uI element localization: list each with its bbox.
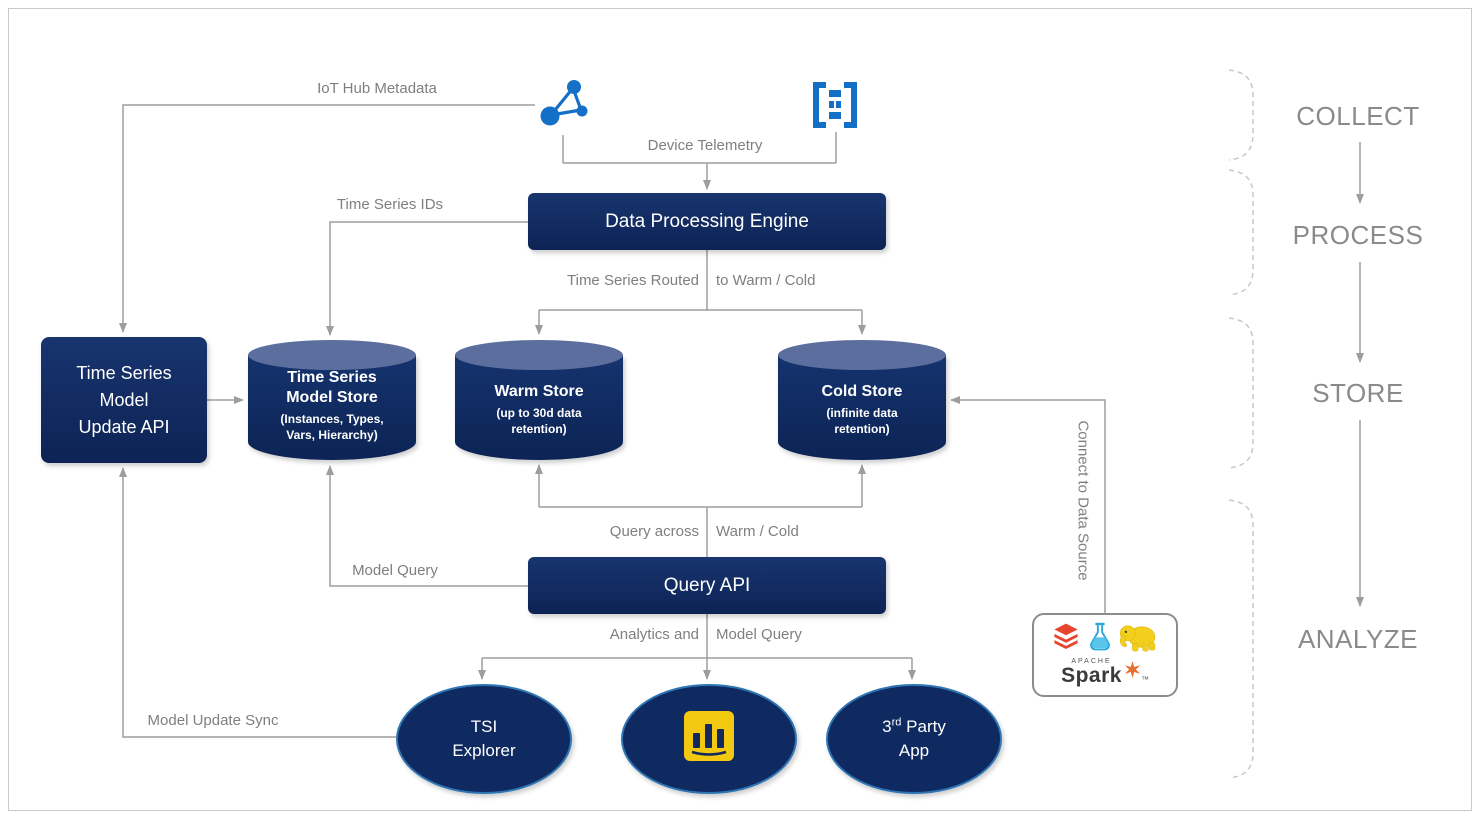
hadoop-elephant-icon: [1118, 622, 1160, 657]
label-connect-to-data-source: Connect to Data Source: [1074, 420, 1092, 581]
node-warm-store: Warm Store (up to 30d data retention): [455, 340, 623, 460]
store-title: Cold Store: [821, 383, 903, 400]
spark-star-icon: [1124, 661, 1141, 683]
node-label-line: Update API: [78, 416, 170, 437]
label-warm-cold: Warm / Cold: [716, 523, 799, 540]
node-label-line: Explorer: [452, 741, 516, 760]
node-power-bi: [621, 684, 797, 794]
store-subtitle-line: (Instances, Types,: [280, 412, 384, 426]
power-bi-icon: [683, 710, 735, 769]
label-analytics-model-query: Model Query: [716, 626, 802, 643]
node-label-line: Model: [99, 389, 149, 410]
node-label-line: 3rd Party: [882, 715, 946, 739]
cylinder-top: [248, 340, 416, 370]
node-third-party-app: 3rd Party App: [826, 684, 1002, 794]
stage-label-store: STORE: [1312, 378, 1404, 408]
cylinder-top: [778, 340, 946, 370]
node-label-line: TSI: [470, 717, 498, 737]
iot-hub-icon: [533, 75, 593, 135]
store-title-line: Model Store: [286, 389, 378, 406]
stage-label-analyze: ANALYZE: [1297, 624, 1419, 654]
stage-brackets: [1228, 69, 1254, 779]
third-party-number: 3: [882, 717, 892, 737]
node-label-line: App: [898, 741, 930, 760]
trademark-text: ™: [1140, 675, 1149, 684]
node-time-series-model-store: Time Series Model Store (Instances, Type…: [248, 340, 416, 460]
stage-label-process: PROCESS: [1292, 220, 1424, 250]
label-model-query: Model Query: [352, 562, 438, 579]
store-subtitle-line: (up to 30d data: [496, 406, 582, 420]
flask-icon: [1087, 621, 1113, 657]
store-title-line: Time Series: [287, 369, 377, 386]
node-time-series-model-update-api: Time Series Model Update API: [41, 337, 207, 463]
stage-label-collect: COLLECT: [1296, 101, 1420, 131]
store-subtitle-line: Vars, Hierarchy): [286, 428, 378, 443]
cylinder-body: [778, 355, 946, 460]
node-label: Data Processing Engine: [605, 210, 809, 232]
third-party-suffix: Party: [901, 717, 946, 737]
label-to-warm-cold: to Warm / Cold: [716, 272, 816, 289]
label-iot-hub-metadata: IoT Hub Metadata: [317, 80, 437, 97]
event-hubs-icon: [808, 78, 862, 132]
store-subtitle-line: retention): [511, 422, 567, 437]
node-label: Query API: [663, 574, 751, 596]
analytics-tools-box: APACHE Spark ™: [1032, 613, 1178, 697]
spark-text: Spark: [1061, 664, 1122, 687]
diagram-border: [8, 8, 1472, 811]
databricks-icon: [1050, 621, 1082, 658]
label-analytics-and: Analytics and: [609, 626, 699, 643]
label-query-across: Query across: [609, 523, 699, 540]
node-data-processing-engine: Data Processing Engine: [528, 193, 886, 250]
node-label-line: Time Series: [76, 362, 172, 383]
node-tsi-explorer: TSI Explorer: [396, 684, 572, 794]
label-device-telemetry: Device Telemetry: [647, 137, 763, 154]
store-title: Warm Store: [494, 383, 584, 400]
cylinder-body: [248, 355, 416, 460]
label-time-series-routed: Time Series Routed: [567, 272, 699, 289]
cylinder-body: [455, 355, 623, 460]
node-query-api: Query API: [528, 557, 886, 614]
store-subtitle-line: (infinite data: [826, 406, 898, 420]
third-party-ordinal: rd: [891, 716, 902, 729]
label-model-update-sync: Model Update Sync: [147, 712, 279, 729]
node-cold-store: Cold Store (infinite data retention): [778, 340, 946, 460]
apache-spark-logo: APACHE Spark ™: [1061, 658, 1149, 686]
store-subtitle-line: retention): [834, 422, 890, 437]
cylinder-top: [455, 340, 623, 370]
apache-text: APACHE: [1071, 658, 1112, 665]
label-time-series-ids: Time Series IDs: [336, 196, 444, 213]
